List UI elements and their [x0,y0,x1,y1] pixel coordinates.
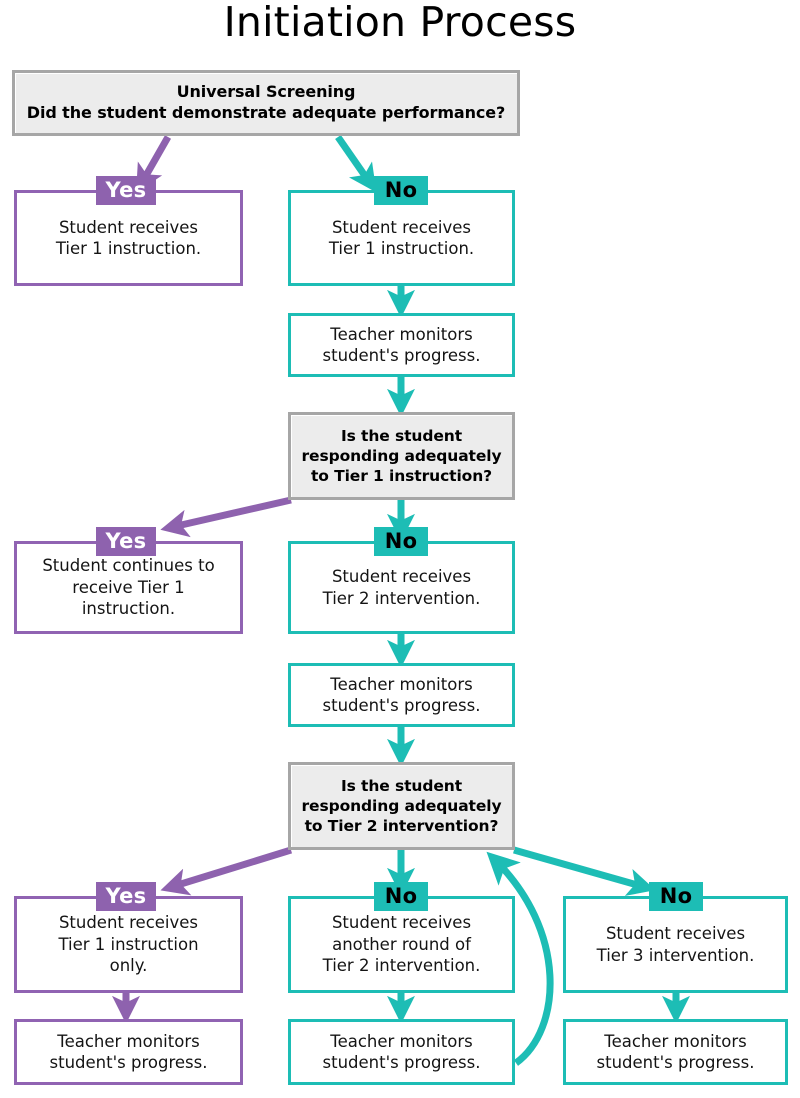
node-yes-continue-tier1-text: Student continues to receive Tier 1 inst… [42,556,215,619]
node-monitor-progress-5-text: Teacher monitors student's progress. [596,1031,755,1072]
edge-screening-no [335,135,377,193]
node-monitor-progress-4-text: Teacher monitors student's progress. [322,1031,481,1072]
node-yes-tier1-instruction-text: Student receives Tier 1 instruction. [55,217,202,258]
node-monitor-progress-1-text: Teacher monitors student's progress. [322,324,481,365]
node-decision-tier1-response-text: Is the student responding adequately to … [301,426,502,486]
node-monitor-progress-2[interactable]: Teacher monitors student's progress. [288,663,515,727]
edge-q1-yes [160,496,292,538]
badge-no-3: No [374,882,428,911]
node-monitor-progress-3[interactable]: Teacher monitors student's progress. [14,1019,243,1085]
badge-yes-3: Yes [96,882,156,911]
edge-q2-no-right [513,846,656,896]
node-monitor-progress-4[interactable]: Teacher monitors student's progress. [288,1019,515,1085]
node-decision-tier1-response[interactable]: Is the student responding adequately to … [288,412,515,500]
node-yes-tier1-only[interactable]: Student receives Tier 1 instruction only… [14,896,243,993]
node-no-tier3-intervention-text: Student receives Tier 3 intervention. [596,924,755,965]
node-no-another-tier2-text: Student receives another round of Tier 2… [322,913,481,976]
node-monitor-progress-5[interactable]: Teacher monitors student's progress. [563,1019,788,1085]
node-no-tier1-instruction[interactable]: Student receives Tier 1 instruction. [288,190,515,286]
universal-screening-heading: Universal Screening [176,82,356,102]
node-decision-tier2-response[interactable]: Is the student responding adequately to … [288,762,515,850]
page-title: Initiation Process [223,0,577,46]
badge-yes-2: Yes [96,527,156,556]
badge-no-1: No [374,176,428,205]
node-monitor-progress-1[interactable]: Teacher monitors student's progress. [288,313,515,377]
node-yes-tier1-only-text: Student receives Tier 1 instruction only… [58,913,199,976]
edge-q2-yes [160,846,293,896]
node-no-tier1-instruction-text: Student receives Tier 1 instruction. [328,217,475,258]
badge-no-4: No [649,882,703,911]
node-no-another-tier2[interactable]: Student receives another round of Tier 2… [288,896,515,993]
badge-no-2: No [374,527,428,556]
node-no-tier2-intervention-text: Student receives Tier 2 intervention. [322,567,481,608]
badge-yes-1: Yes [96,176,156,205]
universal-screening-question: Did the student demonstrate adequate per… [26,103,506,122]
node-monitor-progress-2-text: Teacher monitors student's progress. [322,674,481,715]
node-decision-tier2-response-text: Is the student responding adequately to … [301,776,502,836]
node-monitor-progress-3-text: Teacher monitors student's progress. [49,1031,208,1072]
